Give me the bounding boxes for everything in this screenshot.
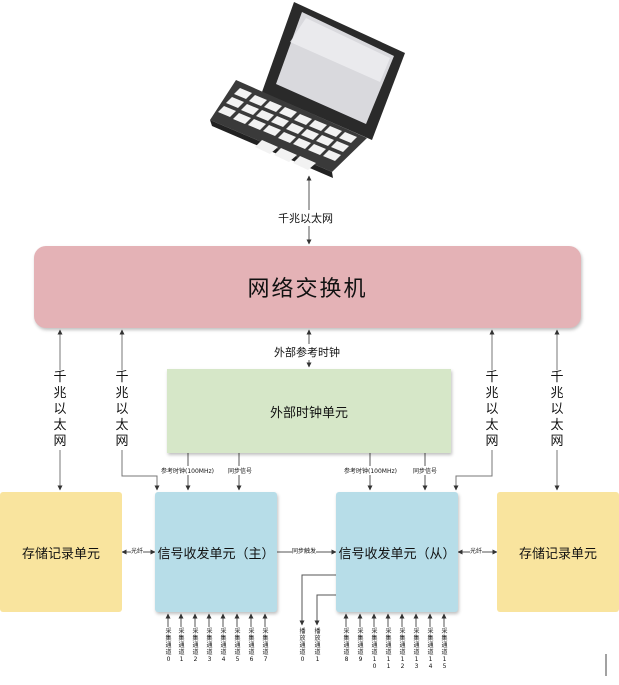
collect-channel-label: 采集通道15 (441, 628, 448, 670)
collect-channel-label: 采集通道10 (371, 628, 378, 670)
playback-channel-label: 播放通道0 (299, 628, 306, 663)
collect-channel-label: 采集通道11 (385, 628, 392, 670)
signal-unit-slave: 信号收发单元（从） (336, 492, 458, 612)
playback-channel-label: 播放通道1 (314, 628, 321, 663)
link-label-left-outer: 千兆以太网 (52, 370, 68, 450)
collect-channel-label: 采集通道5 (234, 628, 241, 663)
collect-channel-label: 采集通道0 (165, 628, 172, 663)
collect-channel-label: 采集通道8 (343, 628, 350, 663)
fiber-label-right: 光纤 (470, 546, 483, 555)
switch-label: 网络交换机 (247, 277, 368, 302)
signal-master-label: 信号收发单元（主） (157, 546, 275, 562)
collect-channel-label: 采集通道13 (413, 628, 420, 670)
clock-unit: 外部时钟单元 (167, 369, 451, 453)
clock-unit-label: 外部时钟单元 (269, 405, 348, 421)
sync-signal-master-label: 同步信号 (228, 466, 253, 475)
storage-left-label: 存储记录单元 (21, 546, 100, 562)
collect-channel-label: 采集通道6 (248, 628, 255, 663)
collect-channel-label: 采集通道9 (357, 628, 364, 663)
fiber-label-left: 光纤 (131, 546, 144, 555)
collect-channel-label: 采集通道1 (178, 628, 185, 663)
storage-unit-right: 存储记录单元 (497, 492, 619, 612)
sync-trigger-label: 同步触发 (292, 546, 317, 555)
ref-clock-slave-label: 参考时钟(100MHz) (344, 466, 397, 475)
link-label-right-inner: 千兆以太网 (484, 370, 500, 450)
collect-channel-label: 采集通道12 (399, 628, 406, 670)
link-label-left-inner: 千兆以太网 (114, 370, 130, 450)
collect-channel-label: 采集通道7 (262, 628, 269, 663)
link-label-right-outer: 千兆以太网 (549, 370, 565, 450)
collect-channel-label: 采集通道4 (220, 628, 227, 663)
ext-ref-clock-label: 外部参考时钟 (272, 344, 342, 360)
storage-unit-left: 存储记录单元 (0, 492, 122, 612)
network-switch: 网络交换机 (34, 246, 581, 328)
laptop-link-label: 千兆以太网 (276, 210, 335, 226)
sync-signal-slave-label: 同步信号 (413, 466, 438, 475)
signal-unit-master: 信号收发单元（主） (155, 492, 277, 612)
laptop-icon (210, 2, 405, 178)
collect-channel-label: 采集通道2 (192, 628, 199, 663)
storage-right-label: 存储记录单元 (518, 546, 597, 562)
collect-channel-label: 采集通道3 (206, 628, 213, 663)
collect-channel-label: 采集通道14 (427, 628, 434, 670)
ref-clock-master-label: 参考时钟(100MHz) (161, 466, 214, 475)
signal-slave-label: 信号收发单元（从） (338, 546, 456, 562)
